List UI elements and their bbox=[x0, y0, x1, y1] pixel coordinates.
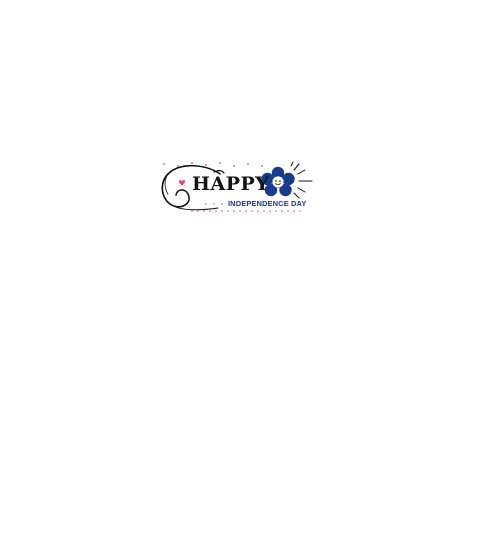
sparkle-rays-icon bbox=[290, 161, 313, 199]
subline-independence-day: INDEPENDENCE DAY bbox=[228, 199, 307, 208]
bottom-dots-decoration bbox=[191, 203, 301, 212]
top-dots-decoration bbox=[163, 162, 263, 167]
headline-happy: HAPPY bbox=[192, 173, 270, 195]
heart-icon bbox=[179, 180, 185, 186]
swirl-flourish-icon bbox=[161, 164, 225, 211]
logo-artwork bbox=[161, 161, 313, 212]
independence-day-logo: HAPPY INDEPENDENCE DAY bbox=[158, 158, 318, 216]
smiley-flower-icon bbox=[261, 166, 295, 197]
